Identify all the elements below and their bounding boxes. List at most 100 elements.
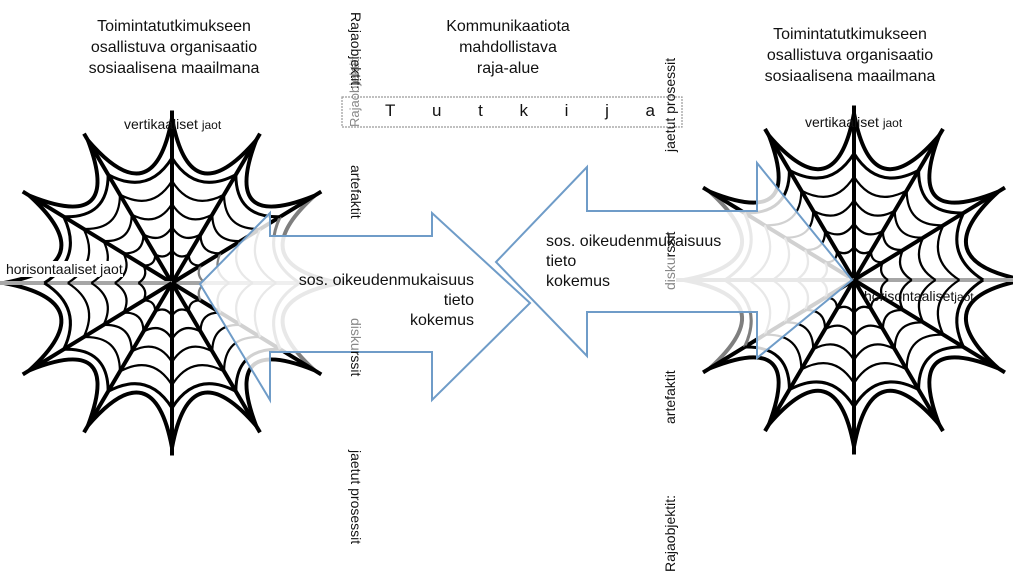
web-ring-strand	[893, 321, 924, 350]
left-arrow	[494, 160, 854, 361]
web-ring-strand	[171, 308, 190, 317]
right-vertical-suffix: jaot	[882, 116, 903, 130]
web-ring-strand	[788, 380, 856, 408]
left-column-discourses-rest: rssit	[348, 350, 364, 377]
web-ring-strand	[881, 308, 904, 330]
web-ring-strand	[917, 237, 937, 281]
right-column-bottom-label: Rajaobjektit:	[662, 494, 678, 572]
web-ring-strand	[869, 251, 883, 264]
right-column-top-label: jaetut prosessit	[662, 57, 678, 152]
web-ring-strand	[83, 194, 122, 231]
web-ring-strand	[917, 279, 937, 323]
web-ring-strand	[905, 333, 944, 370]
left-arrow-text: sos. oikeudenmukaisuus tieto kokemus	[546, 232, 776, 292]
left-title-line-2: osallistuva organisaatio	[90, 39, 258, 56]
web-outer-strand	[964, 190, 1013, 280]
center-title-line-3: raja-alue	[476, 60, 540, 77]
web-ring-strand	[114, 252, 128, 284]
web-ring-strand	[893, 210, 924, 239]
web-ring-strand	[171, 326, 202, 340]
web-ring-strand	[898, 279, 913, 311]
web-ring-strand	[187, 254, 201, 267]
web-ring-strand	[143, 254, 157, 267]
left-arrow-text-line-1: sos. oikeudenmukaisuus	[546, 233, 722, 250]
web-spoke	[852, 127, 945, 282]
web-ring-strand	[812, 343, 855, 361]
web-ring-strand	[119, 364, 173, 386]
web-spoke	[763, 278, 856, 433]
researcher-letter: t	[478, 101, 483, 120]
right-arrow-text-line-2: tieto	[443, 292, 474, 309]
web-outer-strand	[86, 117, 174, 176]
right-horizontal-divisions-label: horisontaalisetjaot	[864, 288, 974, 304]
web-ring-strand	[83, 335, 122, 372]
web-ring-strand	[955, 212, 985, 282]
center-title: Kommunikaatiota mahdollistava raja-alue	[408, 16, 608, 79]
web-ring-strand	[881, 230, 904, 252]
web-ring-strand	[171, 345, 213, 363]
web-spoke	[170, 132, 262, 285]
web-ring-strand	[836, 246, 855, 255]
web-outer-strand	[927, 355, 999, 425]
web-outer-strand	[28, 357, 100, 427]
web-spoke	[82, 132, 174, 285]
left-column-artefacts: artefaktit	[348, 165, 364, 219]
web-ring-strand	[800, 176, 855, 198]
web-outer-strand	[767, 113, 856, 172]
web-outer-strand	[852, 388, 941, 447]
web-ring-strand	[154, 308, 173, 317]
web-ring-strand	[869, 296, 883, 309]
web-ring-strand	[90, 282, 109, 326]
web-ring-strand	[123, 311, 145, 332]
center-title-line-2: mahdollistava	[459, 39, 557, 56]
web-outer-strand	[3, 194, 64, 285]
web-ring-strand	[852, 152, 920, 180]
web-ring-strand	[43, 216, 72, 285]
web-ring-strand	[171, 364, 225, 386]
web-ring-strand	[853, 199, 896, 217]
web-ring-strand	[917, 170, 964, 215]
web-ring-strand	[142, 226, 173, 240]
web-ring-strand	[119, 180, 173, 202]
web-ring-strand	[131, 203, 173, 221]
web-outer-strand	[86, 390, 174, 449]
right-vertical-divisions-label: vertikaaliset jaot	[805, 114, 902, 130]
web-ring-strand	[879, 261, 889, 281]
web-ring-strand	[836, 305, 855, 314]
web-spoke	[763, 127, 856, 282]
web-outer-strand	[3, 281, 64, 372]
web-ring-strand	[137, 265, 147, 284]
web-ring-strand	[114, 282, 128, 314]
web-ring-strand	[812, 199, 855, 217]
web-ring-strand	[63, 174, 110, 219]
web-ring-strand	[67, 282, 91, 338]
researcher-letter: i	[564, 101, 569, 120]
right-arrow-text: sos. oikeudenmukaisuus tieto kokemus	[264, 271, 474, 331]
web-ring-strand	[955, 278, 985, 348]
web-ring-strand	[905, 190, 944, 227]
web-outer-strand	[767, 388, 856, 447]
web-spoke	[170, 281, 262, 434]
web-ring-strand	[170, 382, 237, 409]
web-ring-strand	[170, 157, 237, 184]
left-arrow-text-line-3: kokemus	[546, 273, 611, 290]
web-ring-strand	[103, 214, 133, 243]
web-outer-strand	[852, 113, 941, 172]
left-vertical-divisions-label: vertikaaliset jaot	[124, 116, 221, 132]
researcher-letters: T u t k i j a	[385, 101, 655, 121]
web-outer-strand	[170, 117, 258, 176]
web-ring-strand	[171, 226, 202, 240]
web-outer-strand	[927, 135, 999, 205]
left-title-line-3: sosiaalisena maailmana	[88, 60, 260, 77]
web-ring-strand	[199, 234, 221, 255]
web-ring-strand	[154, 249, 173, 258]
web-spoke	[21, 189, 174, 285]
web-ring-strand	[107, 382, 174, 409]
left-arrow-text-line-2: tieto	[546, 253, 577, 270]
web-ring-strand	[123, 234, 145, 255]
left-vertical-label: vertikaaliset	[124, 116, 198, 132]
right-horizontal-label: horisontaaliset	[864, 288, 955, 304]
web-ring-strand	[853, 222, 884, 236]
web-spoke	[21, 281, 174, 377]
